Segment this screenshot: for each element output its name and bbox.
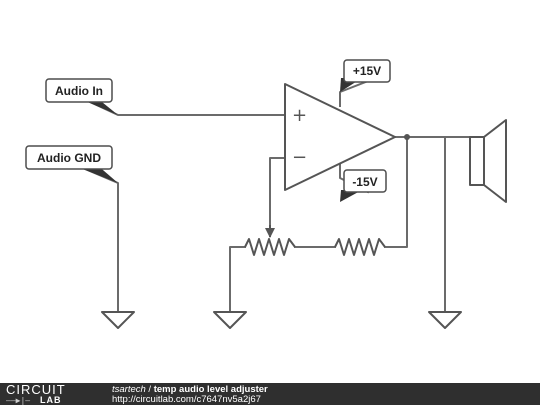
potentiometer-body — [244, 238, 296, 256]
circuit-url[interactable]: http://circuitlab.com/c7647nv5a2j67 — [112, 394, 261, 405]
label-vpos: +15V — [340, 59, 391, 92]
opamp-plus-sign: + — [292, 105, 307, 126]
ground-symbol-speaker — [428, 311, 462, 329]
opamp: + − — [284, 83, 396, 191]
label-vneg: -15V — [340, 169, 387, 202]
wire-pot-to-ground — [229, 246, 246, 313]
wire-feedback — [384, 136, 408, 248]
circuit-title[interactable]: temp audio level adjuster — [153, 384, 268, 395]
circuitlab-logo[interactable]: CIRCUIT ——▶|— LAB — [4, 383, 96, 405]
tag-tail — [340, 190, 362, 202]
logo-resistor-icon: ——▶|— — [6, 396, 31, 405]
speaker — [469, 119, 507, 203]
logo-text-circuit: CIRCUIT — [6, 382, 66, 397]
opamp-body — [284, 83, 396, 191]
wire-speaker-ground — [444, 136, 471, 313]
ground-symbol-pot — [213, 311, 247, 329]
resistor — [334, 238, 386, 256]
wire-audio-gnd — [76, 164, 119, 313]
speaker-cone — [483, 119, 507, 203]
label-audio-in: Audio In — [45, 78, 118, 115]
speaker-coil — [469, 136, 485, 186]
logo-text-lab: LAB — [40, 395, 62, 405]
wires — [76, 79, 471, 313]
wire-inv-input — [269, 157, 286, 229]
tag-box — [343, 59, 391, 83]
tag-text: -15V — [352, 175, 377, 189]
tag-text: +15V — [353, 64, 381, 78]
potentiometer — [244, 225, 296, 256]
tag-box — [343, 169, 387, 193]
label-audio-gnd: Audio GND — [25, 145, 118, 183]
tag-text: Audio In — [55, 84, 103, 98]
tag-box — [45, 78, 113, 103]
footer-bar: CIRCUIT ——▶|— LAB tsartech / temp audio … — [0, 383, 540, 405]
opamp-minus-sign: − — [292, 147, 307, 168]
potentiometer-wiper-arrow — [265, 228, 275, 238]
circuit-byline: tsartech / temp audio level adjuster — [112, 384, 268, 395]
author-link[interactable]: tsartech — [112, 384, 146, 395]
byline-separator: / — [145, 384, 154, 395]
ground-symbol-audio — [101, 311, 135, 329]
schematic-canvas: + − Audio In Audio GND +15V -15V — [25, 59, 507, 329]
wire-audio-in — [86, 99, 286, 116]
junction-dot — [404, 134, 410, 140]
tag-box — [25, 145, 113, 170]
tag-text: Audio GND — [37, 151, 101, 165]
